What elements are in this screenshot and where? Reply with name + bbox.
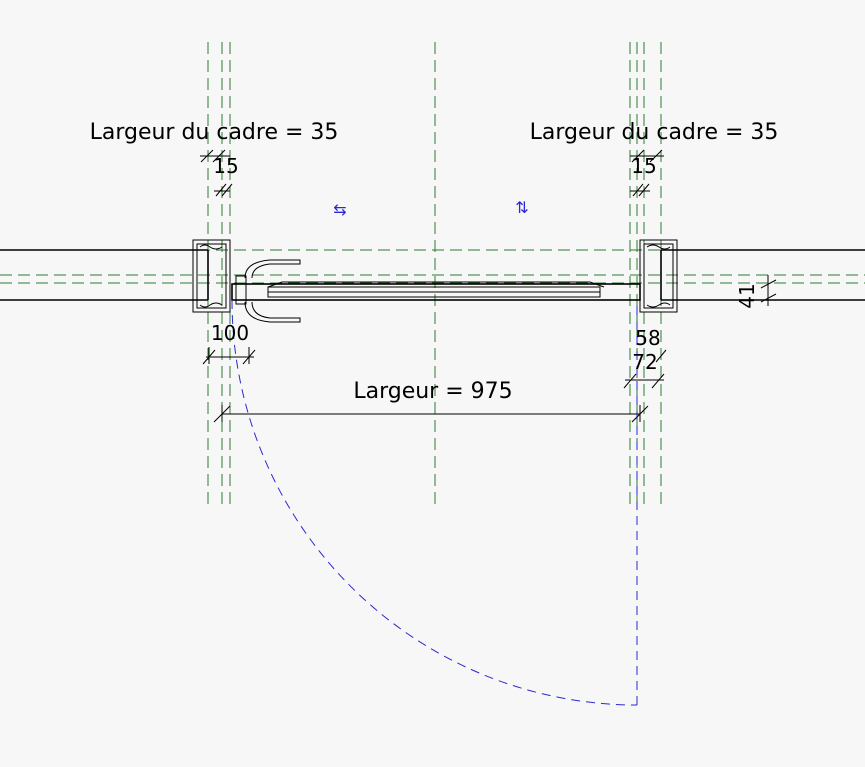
- wall: [0, 249, 865, 301]
- dimension-right-jamb[interactable]: [623, 349, 667, 389]
- flip-vertical-control[interactable]: ⇅: [515, 198, 528, 217]
- frame-left[interactable]: [192, 239, 231, 313]
- wall-41-label[interactable]: 41: [735, 283, 759, 308]
- dimension-left-offset[interactable]: [200, 149, 233, 197]
- door-handle: [235, 259, 301, 323]
- frame-width-right-label[interactable]: Largeur du cadre = 35: [530, 120, 779, 145]
- door-swing: [231, 299, 638, 706]
- left-offset-label[interactable]: 15: [213, 154, 238, 178]
- right-72-label[interactable]: 72: [632, 350, 657, 374]
- dimension-wall-41[interactable]: [760, 275, 777, 306]
- right-58-label[interactable]: 58: [635, 326, 660, 350]
- dimension-left-jamb[interactable]: [202, 347, 256, 365]
- dimension-right-offset[interactable]: [630, 149, 664, 197]
- door-leaf[interactable]: [231, 281, 641, 301]
- width-label[interactable]: Largeur = 975: [353, 379, 512, 404]
- dimension-width[interactable]: [213, 405, 649, 423]
- swing-arc: [231, 299, 638, 706]
- reference-planes: [0, 42, 865, 505]
- left-jamb-label[interactable]: 100: [211, 321, 249, 345]
- right-offset-label[interactable]: 15: [631, 154, 656, 178]
- flip-horizontal-control[interactable]: ⇆: [333, 200, 346, 219]
- frame-width-left-label[interactable]: Largeur du cadre = 35: [90, 120, 339, 145]
